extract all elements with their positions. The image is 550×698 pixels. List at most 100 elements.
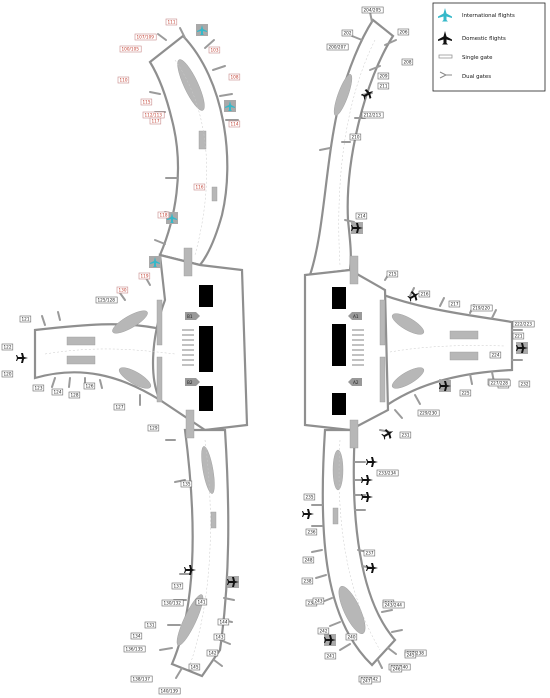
left-guide [189,439,211,666]
gate-label-text: 215 [389,272,397,277]
right-black-block [332,287,346,309]
gate-label: 242 [317,627,330,635]
gate-label-box [117,76,130,84]
gate-label-box [360,677,373,685]
gate-label: 245 [404,651,417,659]
gate-label: 219/220 [470,304,493,312]
left-guide [44,348,176,355]
right-rect [379,299,386,346]
gate-label-text: 112/113 [145,113,163,118]
gate-label: 240 [345,633,358,641]
gate-label-box [518,380,531,388]
gate-label-box [228,73,241,81]
gate-label: 200/207 [326,43,349,51]
gate-label-box [324,652,337,660]
gate-label-text: 122 [4,345,12,350]
left-rect [183,247,193,277]
gate-label: 237 [363,549,376,557]
gate-label-box [355,212,368,220]
gate-label: 209 [377,72,390,80]
gate-label-text: 214 [358,214,366,219]
right-terminal: A1 A2 [302,11,528,669]
gate-label-box [1,343,14,351]
plane-domestic-icon [407,291,420,302]
gate-label: 241 [324,652,337,660]
gate-label: 115 [140,98,153,106]
gate-label-text: 118 [160,213,168,218]
gate-label-text: 227/228 [491,381,509,386]
gate-label-box [377,82,390,90]
gate-label-text: 243/244 [385,603,403,608]
left-south-pier [170,428,230,678]
gate-label-text: 125/128 [98,298,116,303]
left-black-block [199,386,213,411]
plane-domestic-icon [184,565,196,575]
gate-label-box [1,370,14,378]
right-rect [449,330,479,340]
gate-label-text: 120 [4,372,12,377]
gate-label-text: 200/207 [329,45,347,50]
gate-label-box [345,633,358,641]
gate-label: 225 [459,389,472,397]
gate-label-box [188,663,201,671]
gate-label-text: 100/105 [122,47,140,52]
gate-label-text: 127 [116,405,124,410]
gate-label-box [208,46,221,54]
gate-label: 108 [228,73,241,81]
left-oval [176,594,204,646]
gate-label: 135 [180,480,193,488]
gate-label-box [130,632,143,640]
gate-label-text: 231 [402,433,410,438]
marker-b1-label: B1 [187,314,193,319]
gate-label: 211 [377,82,390,90]
gate-label-text: 124 [54,390,62,395]
left-rect [156,356,163,403]
gate-label-box [363,549,376,557]
plane-intl-icon [438,8,452,22]
gate-label-text: 136/135 [126,647,144,652]
gate-label-text: 229/230 [420,411,438,416]
legend-label-domestic: Domestic flights [462,36,506,42]
marker-a1: A1 [348,312,362,320]
gate-label-text: 130 [119,288,127,293]
gate-label-box [382,601,405,609]
gate-label-text: 114 [231,122,239,127]
gate-label: 236 [305,528,318,536]
gate-label-text: 224 [492,353,500,358]
left-rect [198,130,207,150]
gate-label-box [171,582,184,590]
gate-label-text: 242 [320,629,328,634]
gate-label: 111 [165,18,178,26]
gate-label: 144 [217,618,230,626]
gate-label-text: 131 [147,623,155,628]
left-terminal: B1 B2 [16,24,249,679]
gate-label: 110 [117,76,130,84]
legend: International flights Domestic flights S… [432,2,546,92]
gate-label-box [459,389,472,397]
gate-label-text: 138/137 [133,677,151,682]
gate-label-box [32,384,45,392]
gate-label-text: 208 [404,60,412,65]
gate-label: 202 [341,29,354,37]
plane-domestic-icon [381,429,394,440]
gate-label: 214 [355,212,368,220]
left-oval [112,310,148,334]
gate-label-box [361,111,384,119]
gate-label: 119 [138,272,151,280]
gate-label: 204/205 [361,6,384,14]
gate-label-text: 202 [344,31,352,36]
gate-label: 206 [397,28,410,36]
gate-label: 221 [512,332,525,340]
gate-label-box [361,6,384,14]
left-crosswalk [182,329,194,366]
marker-b1: B1 [185,312,200,320]
plane-domestic-icon [438,31,452,45]
gate-label-box [376,469,399,477]
gate-label-text: 239 [308,601,316,606]
right-rect [449,351,479,361]
gate-label-text: 236 [308,530,316,535]
gate-label-text: 108 [231,75,239,80]
gate-label-box [326,43,349,51]
gate-label: 227/228 [488,379,511,387]
